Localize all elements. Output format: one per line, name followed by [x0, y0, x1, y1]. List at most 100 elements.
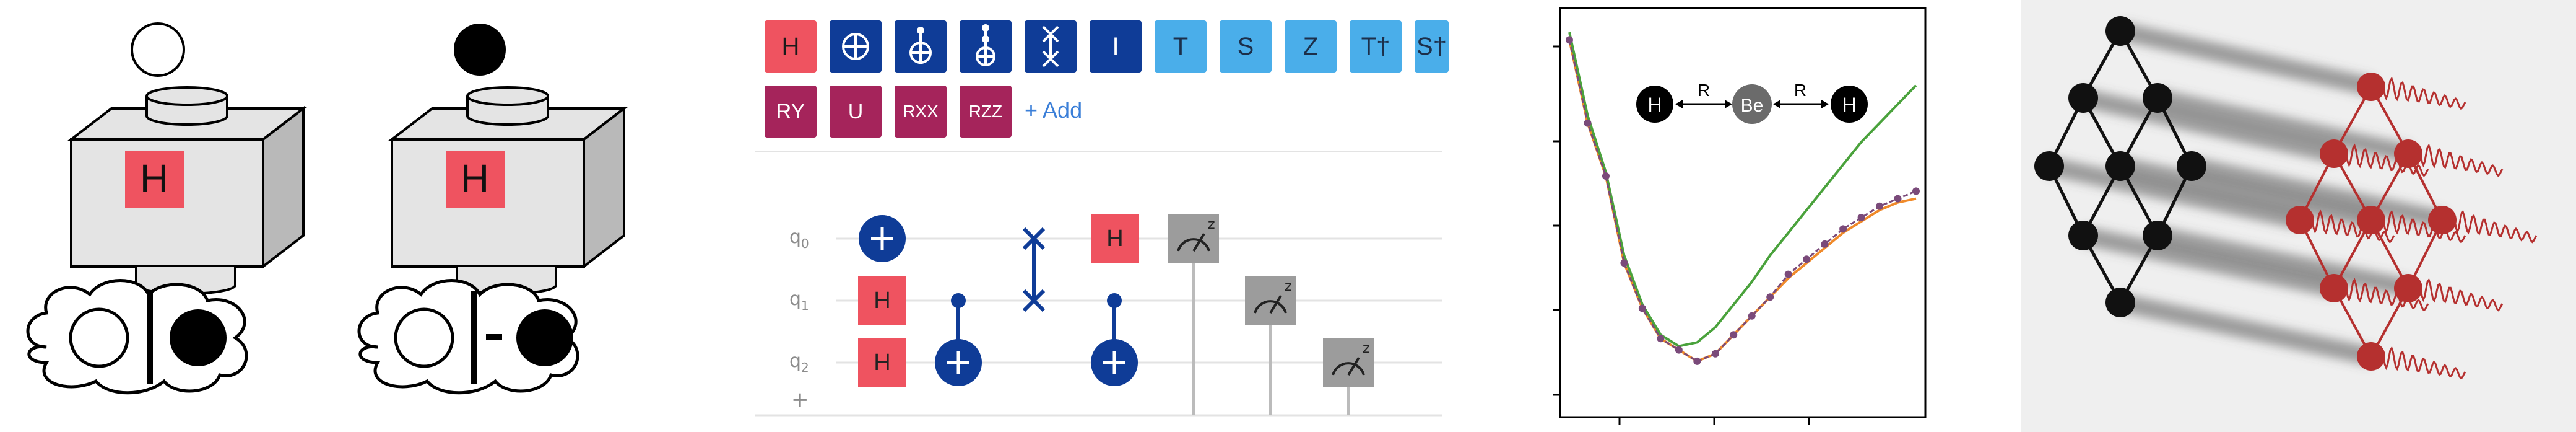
cnot-gate-1[interactable]	[935, 293, 982, 386]
y-ticks	[1553, 45, 1560, 396]
black-node	[2105, 151, 2135, 181]
emission-wave	[2453, 209, 2538, 244]
circuit-h-gate-q1[interactable]: H	[858, 276, 906, 325]
data-point	[1638, 304, 1646, 312]
measure-gate-q2[interactable]: z	[1323, 338, 1374, 387]
palette-ry-gate[interactable]: RY	[765, 86, 817, 138]
add-gate-link[interactable]: + Add	[1025, 97, 1083, 123]
palette-swap-icon[interactable]	[1025, 20, 1077, 73]
measure-gate-q1[interactable]: z	[1245, 276, 1296, 325]
palette-rzz-gate[interactable]: RZZ	[960, 86, 1012, 138]
red-node	[2428, 206, 2457, 234]
emission-wave	[2382, 346, 2466, 380]
red-node	[2394, 139, 2422, 168]
bond-left-label: R	[1698, 81, 1710, 100]
input-qubit-filled-icon	[454, 24, 506, 76]
qubit-label-q0: q0	[789, 226, 809, 251]
circuit-h-gate-q0[interactable]: H	[1091, 214, 1139, 263]
red-node	[2357, 342, 2385, 371]
red-node	[2394, 274, 2422, 302]
palette-h-gate[interactable]: H	[765, 20, 817, 73]
hadamard-box-drawing: H H	[0, 22, 625, 432]
h-atom-left-label: H	[1647, 94, 1662, 116]
palette-identity-gate[interactable]: I	[1090, 20, 1142, 73]
minus-state-assembly: H	[359, 24, 625, 393]
data-point	[1657, 335, 1665, 343]
black-lattice	[2034, 16, 2206, 317]
red-node	[2357, 206, 2385, 234]
emission-wave	[2382, 209, 2466, 244]
data-point	[1821, 240, 1829, 248]
add-qubit-button[interactable]: +	[791, 387, 809, 412]
beam	[2118, 293, 2374, 366]
circuit-h-gate-q2[interactable]: H	[858, 338, 906, 387]
zero-state-icon	[69, 307, 129, 368]
palette-t-gate[interactable]: T	[1155, 20, 1207, 73]
data-point	[1876, 202, 1884, 210]
data-point	[1748, 312, 1756, 320]
beam	[2189, 157, 2445, 229]
palette-sdg-gate[interactable]: S†	[1415, 20, 1449, 73]
red-node	[2320, 139, 2348, 168]
black-node	[2068, 83, 2098, 113]
hadamard-gate-label-2: H	[461, 156, 489, 201]
data-point	[1584, 119, 1592, 127]
red-node	[2357, 73, 2385, 101]
chart-svg: H R Be R H	[1553, 7, 1927, 425]
data-point	[1566, 36, 1573, 44]
black-node	[2105, 288, 2135, 317]
be-atom	[1732, 84, 1772, 124]
circuit-wires	[755, 215, 1442, 417]
data-point	[1693, 357, 1701, 365]
h-atom-right	[1831, 86, 1868, 123]
palette-u-gate[interactable]: U	[830, 86, 882, 138]
measure-z-label: z	[1285, 279, 1292, 294]
input-qubit-open-icon	[131, 22, 185, 77]
emission-wave	[2419, 278, 2504, 312]
hadamard-box-illustration: H H	[0, 0, 681, 432]
chart-frame	[1559, 7, 1927, 418]
x-ticks	[1618, 417, 1810, 425]
hadamard-gate-label: H	[140, 156, 168, 201]
lattice-emission-illustration	[2021, 0, 2576, 432]
black-node	[2143, 221, 2172, 250]
measure-z-label: z	[1363, 341, 1370, 356]
red-node	[2286, 206, 2314, 234]
emission-wave	[2345, 143, 2429, 177]
separator-bar	[471, 291, 477, 384]
palette-cnot-icon[interactable]	[830, 20, 882, 73]
cnot-target-icon[interactable]	[859, 215, 906, 262]
be-atom-label: Be	[1741, 95, 1764, 116]
minus-sign	[486, 334, 502, 340]
emission-wave	[2311, 209, 2395, 244]
beam	[2047, 157, 2302, 229]
palette-rxx-gate[interactable]: RXX	[895, 86, 947, 138]
black-node	[2068, 221, 2098, 250]
swap-gate[interactable]	[1022, 227, 1046, 312]
data-point	[1784, 270, 1792, 278]
emission-wave	[2345, 278, 2429, 312]
palette-z-gate[interactable]: Z	[1285, 20, 1337, 73]
palette-divider	[755, 151, 1442, 152]
beam	[2118, 22, 2374, 96]
palette-tdg-gate[interactable]: T†	[1350, 20, 1402, 73]
data-point	[1912, 187, 1920, 195]
one-state-icon	[516, 309, 573, 366]
palette-control-target-icon[interactable]	[895, 20, 947, 73]
emission-wave	[2419, 143, 2504, 177]
emission-wave	[2382, 76, 2466, 110]
beam	[2118, 157, 2374, 229]
palette-s-gate[interactable]: S	[1220, 20, 1272, 73]
bond-right-label: R	[1794, 81, 1806, 100]
palette-toffoli-icon[interactable]	[960, 20, 1012, 73]
measure-gate-q0[interactable]: z	[1168, 214, 1219, 263]
data-point	[1857, 214, 1865, 222]
data-point	[1803, 255, 1811, 263]
circuit-composer: H I T S Z T† S† RY U RXX RZZ + Add q0 q1…	[737, 0, 1449, 432]
cnot-gate-2[interactable]	[1091, 293, 1138, 386]
data-point	[1730, 331, 1738, 339]
data-point	[1894, 195, 1902, 203]
red-node	[2320, 274, 2348, 302]
data-point	[1602, 172, 1610, 180]
black-node	[2105, 16, 2135, 46]
